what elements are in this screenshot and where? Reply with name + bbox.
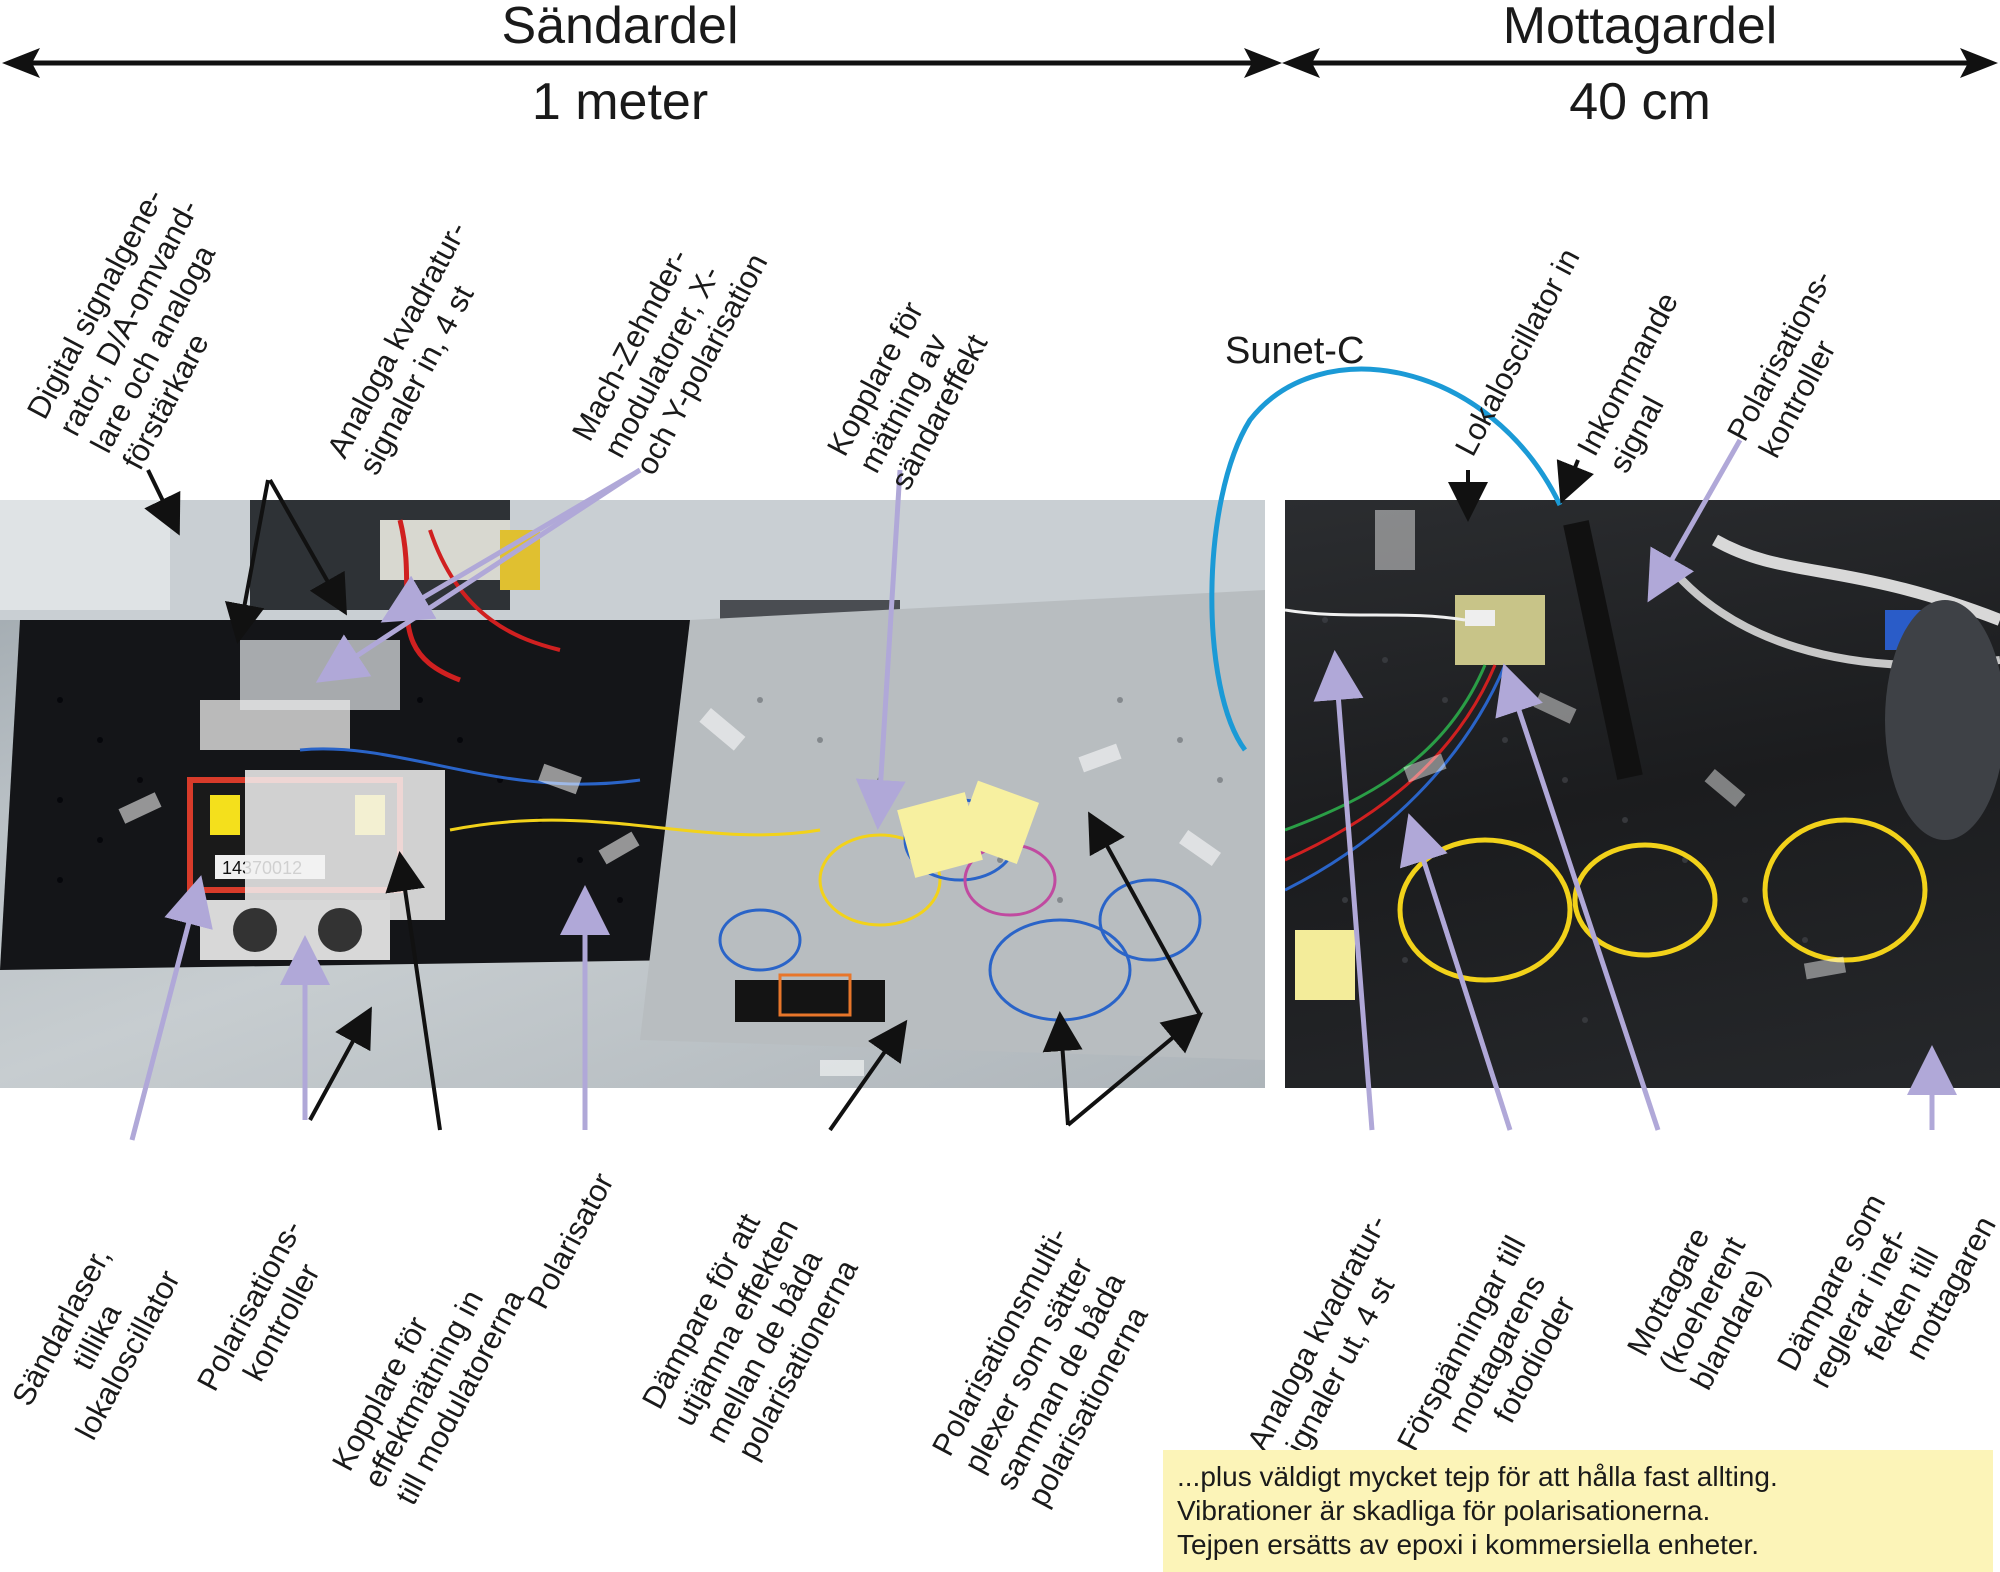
sender-length: 1 meter — [531, 73, 709, 131]
arrows-mach-zehnder — [315, 467, 642, 683]
sender-title: Sändardel — [501, 0, 739, 55]
receiver-title: Mottagardel — [1502, 0, 1778, 55]
arrow-pol-ctrl-tx-2 — [308, 1006, 372, 1121]
arrow-laser — [129, 875, 213, 1141]
sender-dimension-arrow — [2, 48, 1282, 78]
arrow-bias — [1399, 813, 1513, 1131]
arrow-pol-ctrl-rx — [1647, 438, 1743, 603]
note-line: Vibrationer är skadliga för polarisation… — [1177, 1495, 1711, 1526]
arrow-coupler-mod — [385, 851, 442, 1131]
receiver-dimension-arrow — [1282, 48, 1998, 78]
tape-note: ...plus väldigt mycket tejp för att håll… — [1163, 1450, 1993, 1572]
note-line: Tejpen ersätts av epoxi i kommersiella e… — [1177, 1529, 1760, 1560]
note-line: ...plus väldigt mycket tejp för att håll… — [1177, 1461, 1778, 1492]
sunet-cable — [1209, 366, 1563, 752]
arrows-analog-in — [224, 479, 347, 644]
arrow-attenuator — [828, 1019, 908, 1132]
receiver-length: 40 cm — [1569, 73, 1711, 131]
sender-photo-drawing: 14370012 — [0, 500, 1265, 1076]
label-sunet-c: Sunet-C — [1225, 330, 1365, 372]
arrow-coupler-power — [855, 469, 906, 830]
arrow-incoming — [1556, 459, 1594, 504]
receiver-photo-drawing — [1285, 510, 2000, 1023]
receiver-photo — [1285, 500, 2000, 1088]
arrow-receiver — [1495, 663, 1661, 1131]
arrow-analog-out — [1313, 650, 1375, 1131]
arrows-pol-mux — [1042, 811, 1204, 1127]
sender-photo: 14370012 — [0, 500, 1265, 1088]
arrow-digital — [144, 469, 181, 536]
